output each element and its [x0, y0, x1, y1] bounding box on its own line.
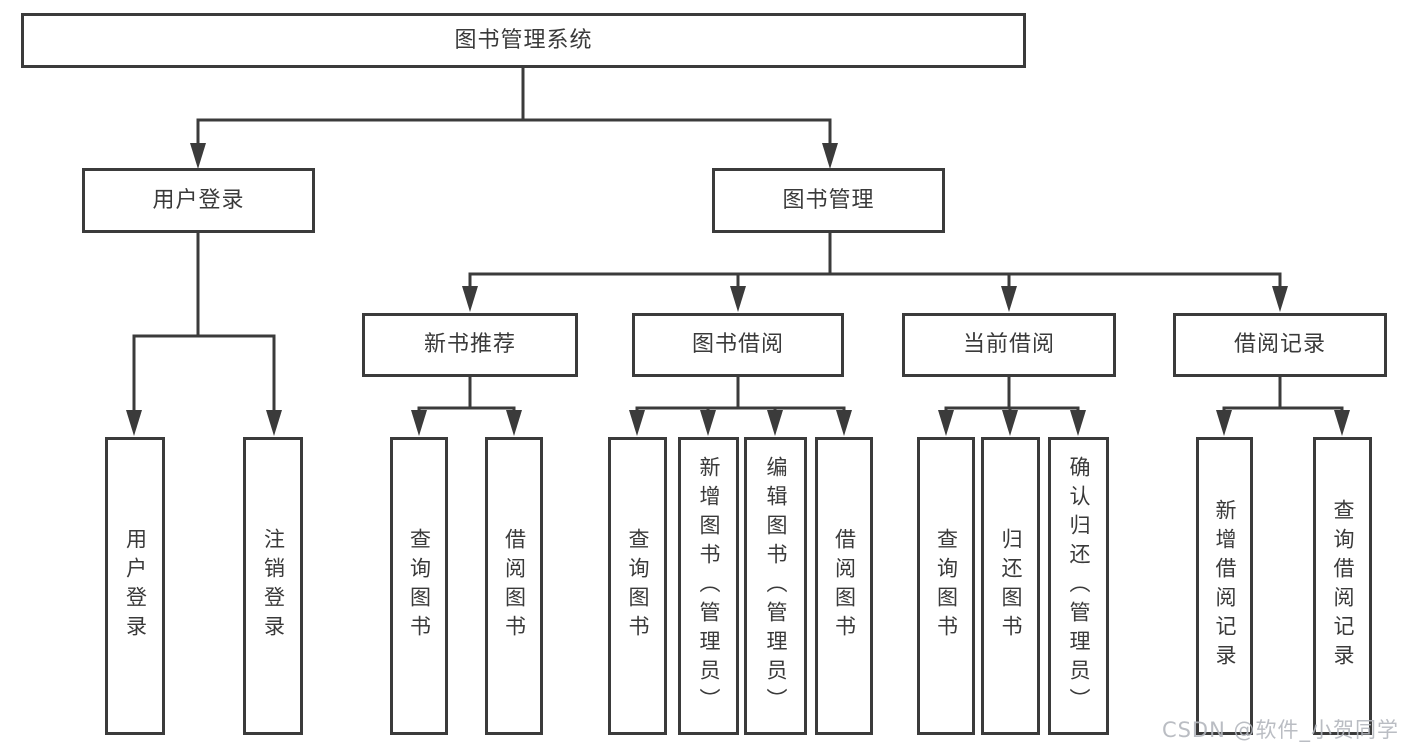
- node-label: 查询图书: [934, 528, 959, 644]
- node-label: 新增图书（管理员）: [697, 455, 721, 717]
- node-book-borrowing: 图书借阅: [632, 313, 844, 377]
- node-label: 图书管理: [782, 187, 875, 213]
- node-label: 注销登录: [261, 528, 286, 644]
- node-current-borrowing: 当前借阅: [902, 313, 1116, 377]
- node-borrowing-records: 借阅记录: [1173, 313, 1387, 377]
- node-label: 借阅图书: [832, 528, 857, 644]
- node-borrowing-query-books: 查询图书: [608, 437, 667, 735]
- node-label: 用户登录: [152, 187, 245, 213]
- node-add-books-admin: 新增图书（管理员）: [678, 437, 739, 735]
- node-current-query-books: 查询图书: [917, 437, 975, 735]
- node-label: 查询图书: [407, 528, 432, 644]
- node-label: 编辑图书（管理员）: [764, 455, 788, 717]
- node-label: 新书推荐: [423, 332, 516, 357]
- node-book-management: 图书管理: [712, 168, 945, 233]
- node-confirm-return-admin: 确认归还（管理员）: [1048, 437, 1109, 735]
- node-library-management-system: 图书管理系统: [21, 13, 1026, 68]
- node-label: 新增借阅记录: [1213, 499, 1237, 673]
- node-label: 图书借阅: [691, 332, 784, 357]
- node-add-borrowing-record: 新增借阅记录: [1196, 437, 1253, 735]
- node-label: 借阅图书: [502, 528, 527, 644]
- node-logout-action: 注销登录: [243, 437, 303, 735]
- node-label: 用户登录: [123, 528, 148, 644]
- node-return-books: 归还图书: [981, 437, 1040, 735]
- node-user-login-module: 用户登录: [82, 168, 315, 233]
- connector-arrowheads: [126, 143, 1350, 436]
- node-recommend-borrow-books: 借阅图书: [485, 437, 543, 735]
- node-recommend-query-books: 查询图书: [390, 437, 448, 735]
- node-edit-books-admin: 编辑图书（管理员）: [744, 437, 807, 735]
- node-label: 确认归还（管理员）: [1067, 455, 1091, 717]
- node-label: 借阅记录: [1233, 332, 1326, 357]
- node-label: 查询图书: [626, 528, 650, 644]
- node-label: 当前借阅: [962, 332, 1055, 357]
- node-borrowing-borrow-books: 借阅图书: [815, 437, 873, 735]
- node-label: 归还图书: [999, 528, 1023, 644]
- node-query-borrowing-record: 查询借阅记录: [1313, 437, 1372, 735]
- node-label: 查询借阅记录: [1331, 499, 1355, 673]
- node-user-login-action: 用户登录: [105, 437, 165, 735]
- node-new-book-recommendation: 新书推荐: [362, 313, 578, 377]
- node-label: 图书管理系统: [454, 27, 593, 53]
- csdn-watermark: CSDN @软件_小贺同学: [1161, 718, 1399, 742]
